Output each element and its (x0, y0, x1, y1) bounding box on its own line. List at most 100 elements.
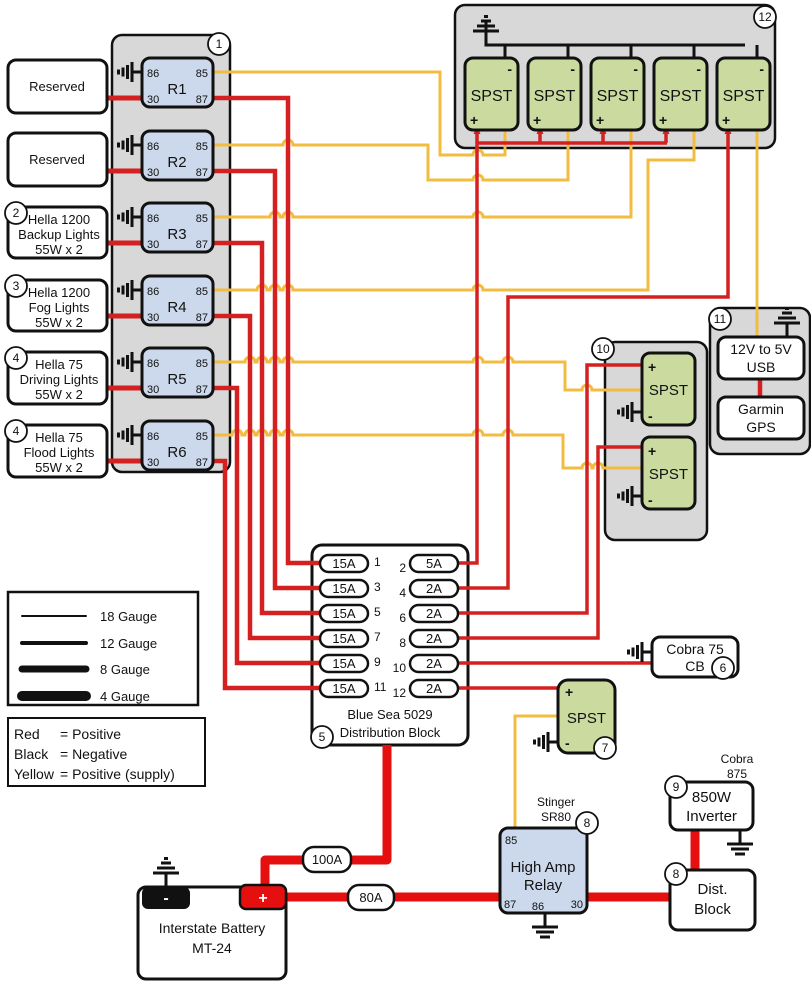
svg-text:-: - (696, 61, 701, 77)
svg-text:1: 1 (374, 555, 381, 569)
svg-text:15A: 15A (332, 656, 355, 671)
svg-text:85: 85 (196, 213, 208, 225)
usb-gps-unit: 12V to 5V USB Garmin GPS (716, 307, 806, 441)
fuse-80a: 80A (346, 883, 396, 912)
wire-trigger-r5 (213, 355, 642, 392)
wire-r6-to-fuse11 (213, 458, 321, 691)
wire-r1-to-fuse1 (213, 95, 321, 566)
svg-text:SR80: SR80 (541, 810, 571, 824)
battery-negative-terminal (142, 887, 190, 909)
svg-text:-: - (633, 61, 638, 77)
svg-text:Dist.: Dist. (698, 881, 728, 898)
wire-fuse8-bank10b (457, 445, 642, 640)
svg-text:-: - (163, 890, 168, 907)
svg-text:30: 30 (147, 94, 159, 106)
badge-2: 2 (4, 201, 28, 225)
svg-text:85: 85 (196, 358, 208, 370)
svg-text:15A: 15A (332, 631, 355, 646)
svg-text:USB: USB (747, 359, 776, 375)
wire-trigger-high-amp-relay (513, 714, 558, 828)
svg-text:7: 7 (374, 630, 381, 644)
svg-text:4: 4 (13, 351, 20, 365)
battery-positive-terminal (238, 883, 288, 911)
badge-4b: 4 (4, 419, 28, 443)
svg-text:Interstate Battery: Interstate Battery (159, 920, 266, 936)
spst-switch-12-4: - SPST + (652, 56, 709, 132)
svg-text:87: 87 (196, 457, 208, 469)
svg-text:3: 3 (13, 279, 20, 293)
ground-icon (725, 828, 755, 856)
svg-text:R2: R2 (167, 154, 186, 171)
load-box-fog-lights: Hella 1200 Fog Lights 55W x 2 (6, 278, 109, 333)
svg-text:850W: 850W (692, 789, 732, 806)
svg-text:5A: 5A (426, 556, 442, 571)
small-dist-block: Dist. Block (668, 868, 757, 932)
svg-text:+: + (565, 684, 573, 700)
badge-8-relay: 8 (575, 811, 599, 835)
svg-text:+: + (648, 443, 656, 459)
battery: - + Interstate Battery MT-24 (136, 857, 288, 981)
svg-text:R4: R4 (167, 299, 186, 316)
svg-text:= Positive: = Positive (60, 726, 121, 742)
badge-4a: 4 (4, 346, 28, 370)
svg-text:55W x 2: 55W x 2 (35, 242, 83, 257)
spst-switch-12-3: - SPST + (589, 56, 646, 132)
svg-text:-: - (648, 492, 653, 508)
svg-text:12: 12 (758, 10, 772, 24)
dist-block-fuses: 15A 1 15A 3 15A 5 15A 7 15A 9 15A 11 5A … (318, 553, 460, 740)
svg-text:15A: 15A (332, 681, 355, 696)
svg-text:SPST: SPST (567, 710, 606, 727)
svg-text:4 Gauge: 4 Gauge (100, 689, 150, 704)
svg-text:8: 8 (673, 867, 680, 881)
badge-5: 5 (310, 725, 334, 749)
svg-text:-: - (648, 408, 653, 424)
svg-text:Hella 75: Hella 75 (35, 430, 83, 445)
svg-text:Fog Lights: Fog Lights (29, 300, 90, 315)
svg-text:Red: Red (14, 726, 40, 742)
svg-text:SPST: SPST (597, 88, 639, 105)
wire-r4-to-fuse7 (213, 313, 321, 641)
svg-text:Driving Lights: Driving Lights (20, 372, 99, 387)
svg-text:100A: 100A (312, 852, 343, 867)
svg-text:CB: CB (685, 658, 704, 674)
svg-text:4: 4 (13, 424, 20, 438)
svg-text:Distribution Block: Distribution Block (340, 725, 441, 740)
svg-text:R1: R1 (167, 81, 186, 98)
svg-text:2A: 2A (426, 631, 442, 646)
wire-fuse4-spst5 (457, 130, 730, 590)
svg-text:11: 11 (374, 680, 387, 694)
load-box-flood-lights: Hella 75 Flood Lights 55W x 2 (6, 423, 109, 479)
svg-text:-: - (507, 61, 512, 77)
svg-text:85: 85 (196, 286, 208, 298)
relay-r6: 86 85 30 87 R6 (117, 419, 215, 472)
svg-text:Cobra 75: Cobra 75 (666, 641, 724, 657)
svg-text:Cobra: Cobra (721, 752, 754, 766)
relay-r1: 86 85 30 87 R1 (117, 56, 215, 109)
svg-text:30: 30 (147, 239, 159, 251)
svg-text:15A: 15A (332, 556, 355, 571)
svg-text:Yellow: Yellow (14, 766, 55, 782)
svg-text:8: 8 (399, 636, 406, 650)
spst-switch-7: + SPST - (533, 678, 617, 755)
high-amp-relay: Stinger SR80 85 High Amp Relay 87 86 30 (498, 795, 589, 939)
svg-text:2A: 2A (426, 656, 442, 671)
spst-switch-12-5: - SPST + (715, 56, 772, 132)
wire-fuse2-switchbus (457, 130, 668, 565)
svg-text:86: 86 (147, 213, 159, 225)
svg-text:+: + (596, 112, 604, 128)
badge-8-dist: 8 (664, 862, 688, 886)
svg-text:-: - (570, 61, 575, 77)
svg-text:11: 11 (714, 312, 727, 326)
svg-text:86: 86 (147, 358, 159, 370)
svg-text:85: 85 (196, 68, 208, 80)
svg-text:R6: R6 (167, 444, 186, 461)
svg-text:= Negative: = Negative (60, 746, 128, 762)
svg-text:15A: 15A (332, 606, 355, 621)
svg-text:+: + (659, 112, 667, 128)
svg-text:Relay: Relay (524, 877, 563, 894)
relay-r5: 86 85 30 87 R5 (117, 346, 215, 399)
svg-text:+: + (533, 112, 541, 128)
svg-text:Backup Lights: Backup Lights (18, 227, 100, 242)
wire-r2-to-fuse3 (213, 168, 321, 591)
